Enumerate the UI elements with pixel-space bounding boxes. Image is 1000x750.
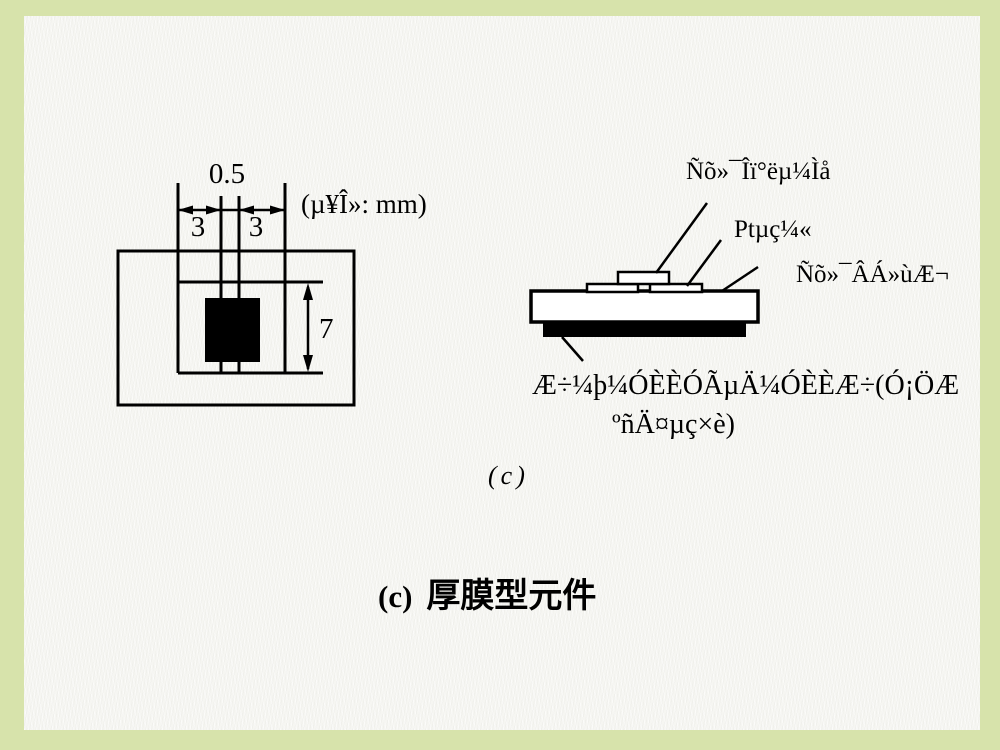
leader-pt-electrode bbox=[685, 239, 723, 287]
heater-film-rect bbox=[543, 322, 746, 337]
electrode-pattern-lines bbox=[176, 183, 323, 375]
left-substrate-outline bbox=[116, 249, 356, 407]
arrowhead-up bbox=[303, 283, 313, 300]
label-oxide-semiconductor: Ñõ»¯Îï°ëµ¼Ìå bbox=[686, 158, 831, 185]
caption-prefix: (c) bbox=[378, 579, 413, 614]
dimension-film-height-value: 7 bbox=[319, 313, 334, 345]
pt-electrode-right-rect bbox=[648, 282, 704, 294]
dimension-arrowheads bbox=[178, 205, 313, 372]
label-pt-electrode: Ptµç¼« bbox=[734, 216, 812, 243]
arrowhead-right-in bbox=[239, 205, 254, 215]
left-diagram bbox=[116, 183, 356, 407]
pt-electrode-left-rect bbox=[585, 282, 640, 294]
oxide-film-rect bbox=[616, 270, 671, 286]
label-heater-line2: ºñÄ¤µç×è) bbox=[612, 409, 736, 440]
leader-heater bbox=[561, 336, 584, 362]
dimension-gap-value: 0.5 bbox=[208, 158, 246, 190]
paper-background bbox=[24, 16, 980, 730]
caption: (c) 厚膜型元件 bbox=[378, 577, 597, 615]
caption-title: 厚膜型元件 bbox=[426, 577, 597, 615]
unit-note: (µ¥Î»: mm) bbox=[301, 189, 427, 219]
label-heater-line1: Æ÷¼þ¼ÓÈÈÓÃµÄ¼ÓÈÈÆ÷(Ó¡ÖÆ bbox=[532, 370, 960, 401]
arrowhead-down bbox=[303, 355, 313, 372]
dimension-left-electrode-value: 3 bbox=[190, 211, 206, 243]
label-alumina-substrate: Ñõ»¯ÂÁ»ùÆ¬ bbox=[796, 261, 949, 288]
arrowhead-right-out bbox=[270, 205, 285, 215]
leader-lines bbox=[561, 202, 759, 362]
leader-alumina-substrate bbox=[721, 265, 759, 293]
sensing-film-rect bbox=[205, 298, 260, 362]
arrowhead-left-out bbox=[178, 205, 193, 215]
subfigure-label: (c) bbox=[488, 461, 529, 490]
alumina-substrate-rect bbox=[529, 289, 760, 324]
arrowhead-left-in bbox=[206, 205, 221, 215]
dimension-right-electrode-value: 3 bbox=[248, 211, 264, 243]
right-diagram bbox=[529, 202, 760, 362]
leader-oxide-semiconductor bbox=[654, 202, 709, 274]
